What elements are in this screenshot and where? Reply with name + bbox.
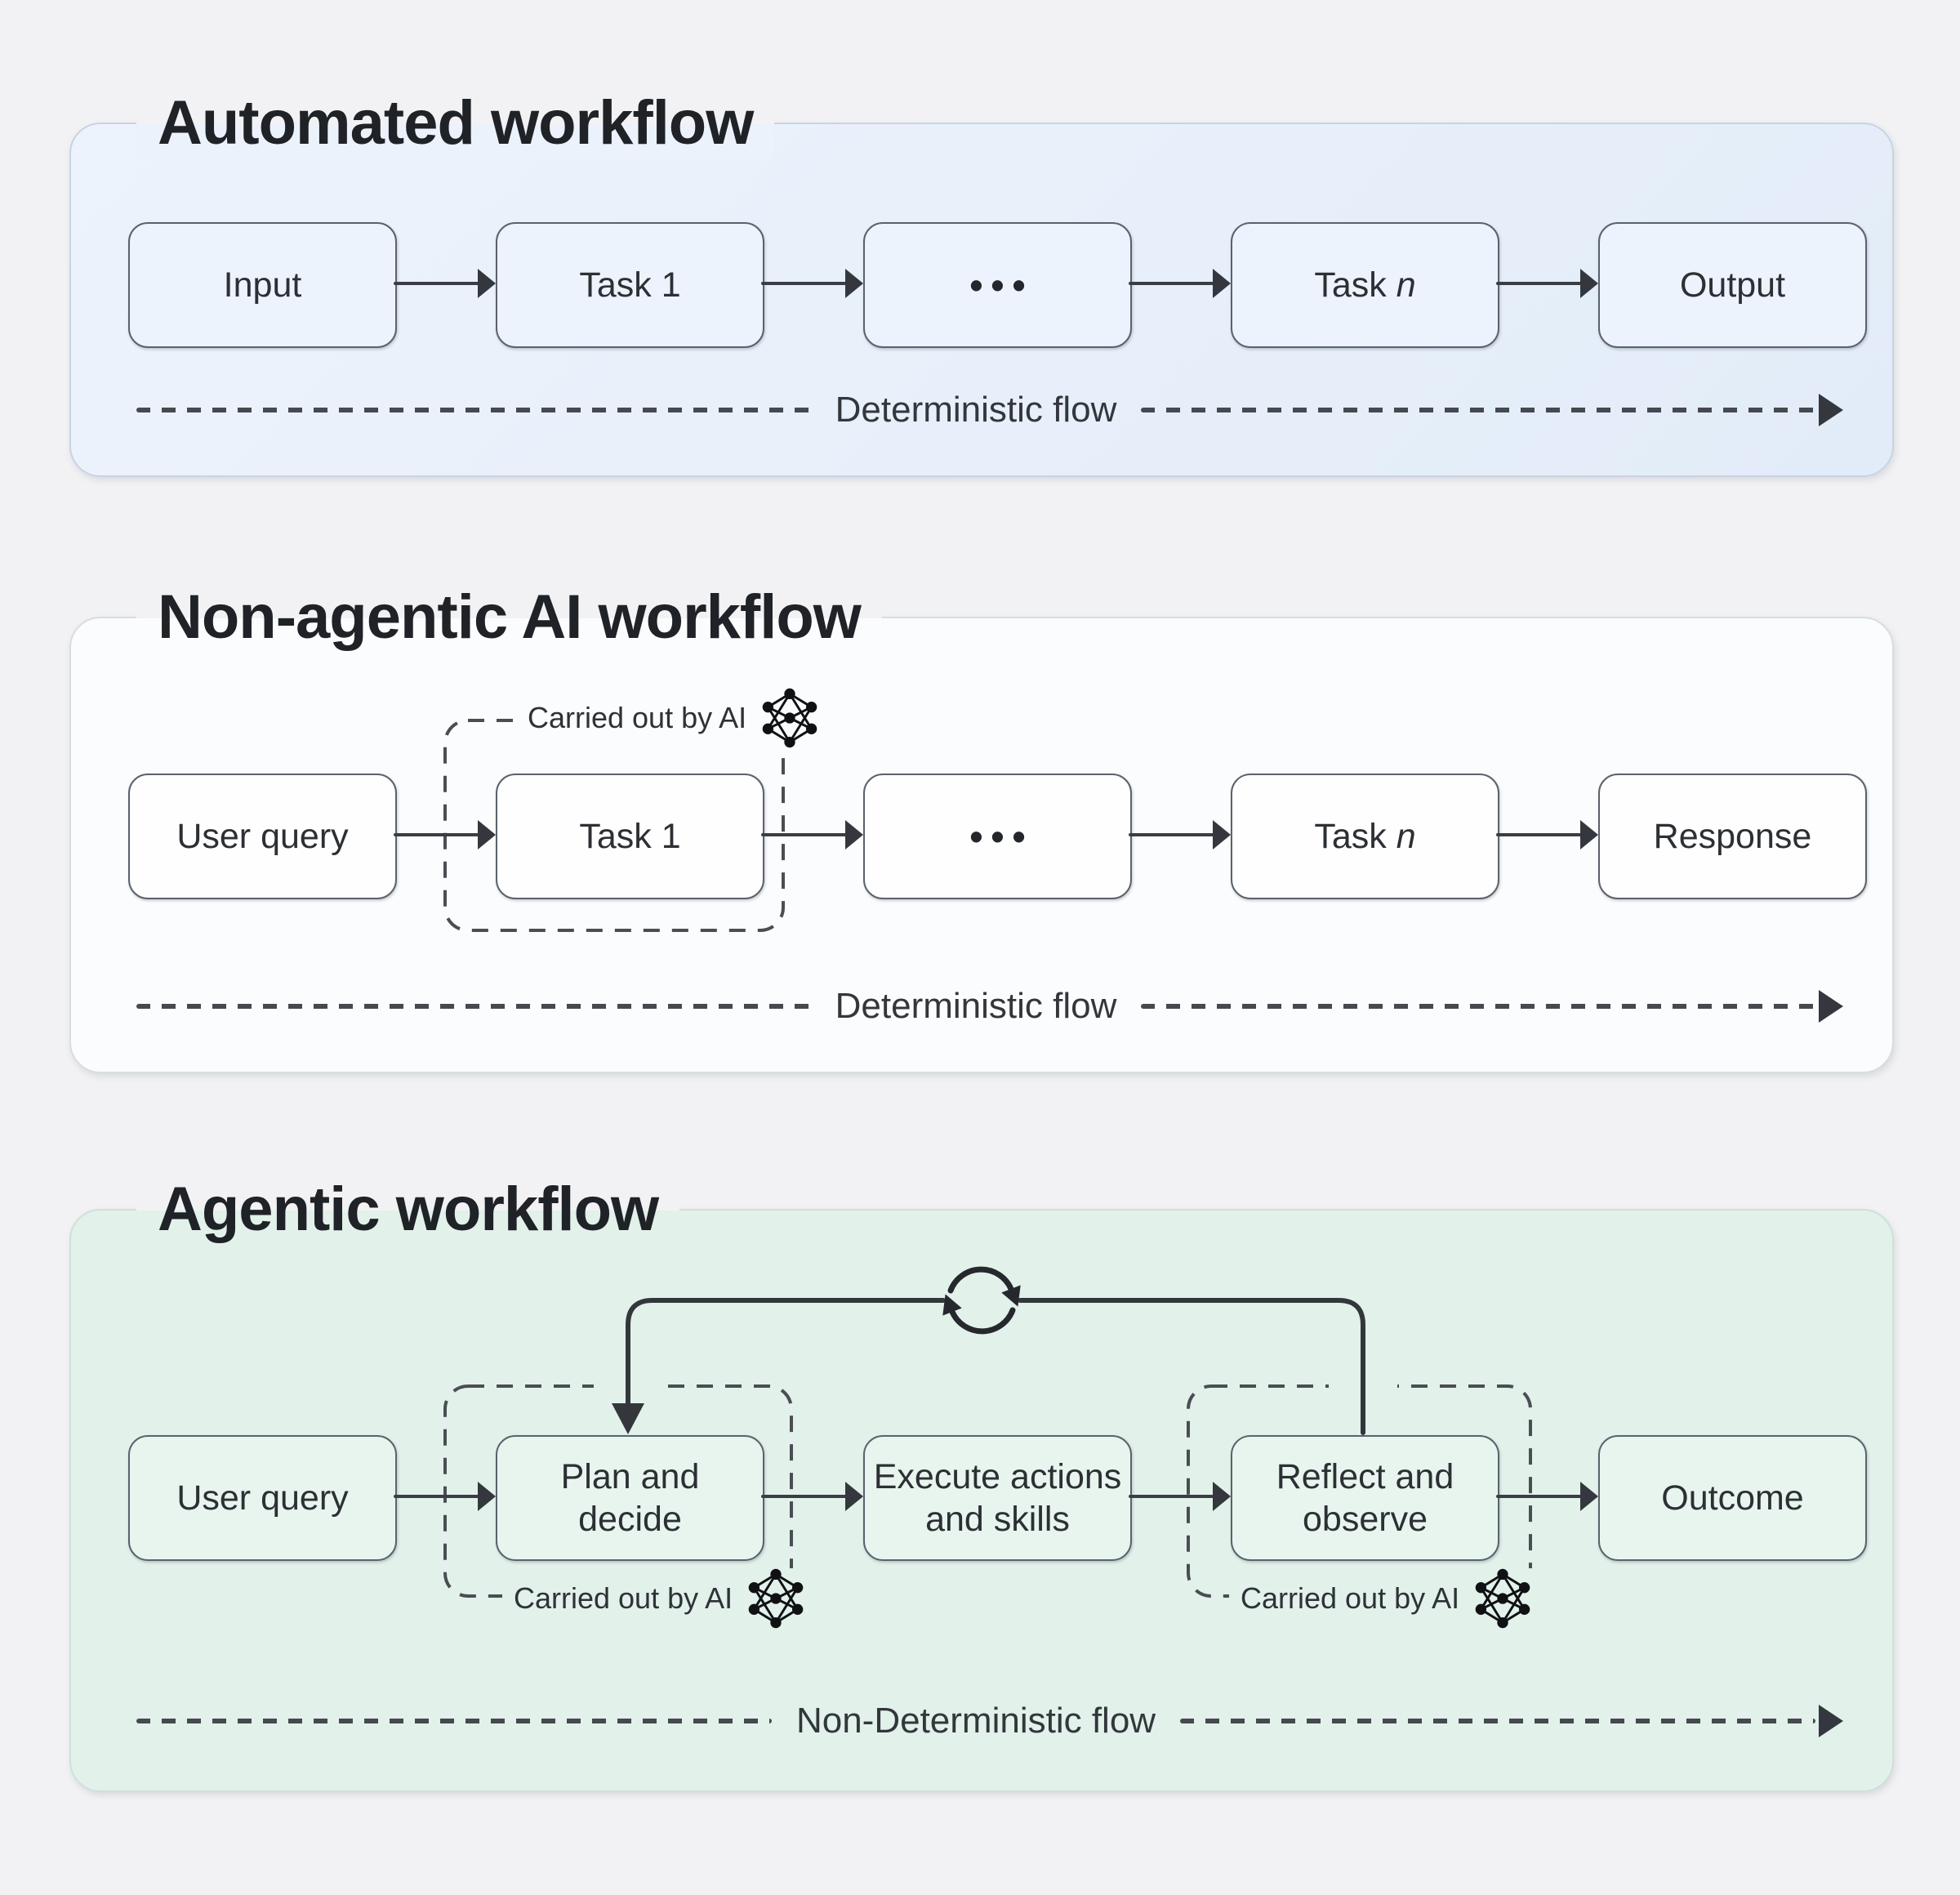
panel-title: Agentic workflow [136, 1173, 680, 1245]
panel-non-agentic-ai-workflow: Non-agentic AI workflow User query Task … [69, 581, 1894, 1073]
node-ellipsis: ••• [863, 774, 1132, 899]
dashed-line [1141, 408, 1815, 412]
node-user-query: User query [128, 774, 397, 899]
arrow-right-icon [761, 820, 863, 849]
node-ellipsis: ••• [863, 222, 1132, 348]
feedback-loop [612, 1266, 1365, 1435]
arrowhead-icon [1819, 990, 1843, 1023]
node-input: Input [128, 222, 397, 348]
arrow-right-icon [394, 269, 496, 298]
arrow-right-icon [1129, 269, 1231, 298]
deterministic-flow-axis: Deterministic flow [136, 390, 1843, 430]
arrow-right-icon [1129, 820, 1231, 849]
carried-out-by-ai-label: Carried out by AI [1229, 1568, 1545, 1629]
node-task-n: Task n [1231, 222, 1499, 348]
neural-network-icon [762, 688, 817, 748]
carried-out-by-ai-label: Carried out by AI [502, 1568, 818, 1629]
neural-network-icon [748, 1568, 804, 1629]
carried-out-by-ai-label: Carried out by AI [516, 688, 832, 748]
arrow-right-icon [1129, 1482, 1231, 1511]
arrowhead-icon [1819, 394, 1843, 426]
dashed-line [1180, 1719, 1816, 1723]
dashed-line [136, 1719, 772, 1723]
flow-label: Deterministic flow [835, 390, 1117, 430]
arrow-right-icon [1496, 820, 1598, 849]
deterministic-flow-axis: Deterministic flow [136, 986, 1843, 1026]
node-outcome: Outcome [1598, 1435, 1867, 1561]
dashed-line [1141, 1004, 1815, 1009]
node-output: Output [1598, 222, 1867, 348]
arrow-right-icon [761, 269, 863, 298]
node-response: Response [1598, 774, 1867, 899]
panel-agentic-workflow: Agentic workflow [69, 1173, 1894, 1792]
flow-label: Deterministic flow [835, 986, 1117, 1026]
arrowhead-icon [1819, 1705, 1844, 1737]
dashed-line [136, 1004, 811, 1009]
node-task-1: Task 1 [496, 774, 764, 899]
panel-title: Automated workflow [136, 87, 775, 158]
node-user-query: User query [128, 1435, 397, 1561]
arrow-right-icon [1496, 269, 1598, 298]
flow-label: Non-Deterministic flow [795, 1701, 1156, 1741]
dashed-line [136, 408, 811, 412]
neural-network-icon [1475, 1568, 1530, 1629]
arrow-right-icon [1496, 1482, 1598, 1511]
refresh-icon [942, 1266, 1021, 1335]
arrow-right-icon [394, 1482, 496, 1511]
arrow-right-icon [761, 1482, 863, 1511]
panel-title: Non-agentic AI workflow [136, 581, 882, 653]
node-task-1: Task 1 [496, 222, 764, 348]
non-deterministic-flow-axis: Non-Deterministic flow [136, 1701, 1844, 1741]
arrow-down-icon [612, 1403, 644, 1434]
panel-automated-workflow: Automated workflow Input Task 1 ••• Task… [69, 87, 1894, 477]
node-task-n: Task n [1231, 774, 1499, 899]
arrow-right-icon [394, 820, 496, 849]
